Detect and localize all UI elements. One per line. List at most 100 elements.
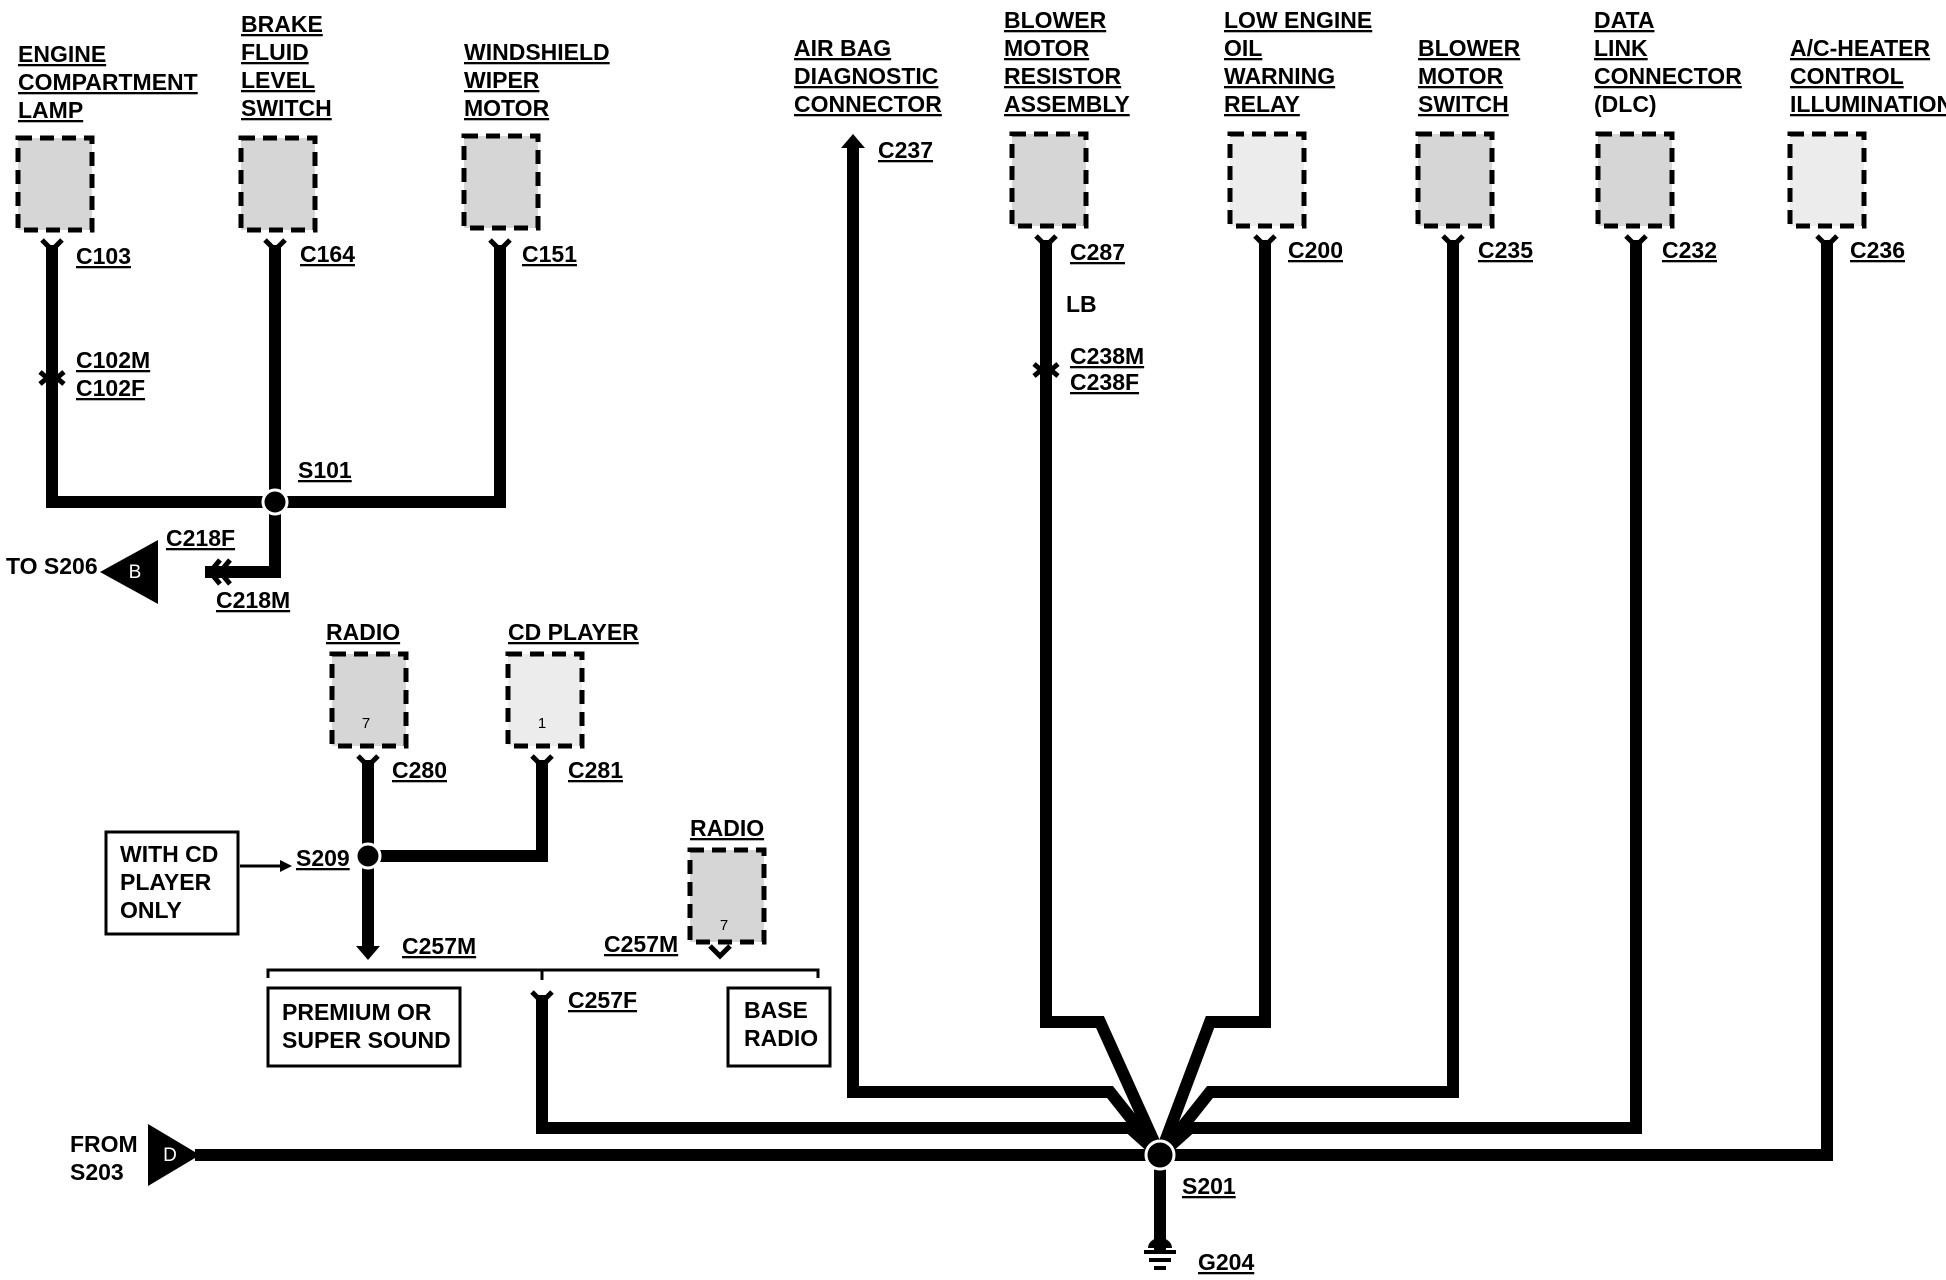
- blower-resistor-box: [1009, 131, 1089, 229]
- wire-cd-player: [368, 760, 548, 862]
- c257m-right-mark-icon: [708, 944, 732, 960]
- air-bag-label: AIR BAG DIAGNOSTIC CONNECTOR: [794, 35, 942, 117]
- with-cd-note-line3: ONLY: [120, 897, 182, 923]
- c236-label: C236: [1850, 237, 1905, 263]
- svg-text:MOTOR: MOTOR: [1004, 35, 1090, 61]
- base-radio-note-line1: BASE: [744, 997, 808, 1023]
- c200-label: C200: [1288, 237, 1343, 263]
- component-boxes: [15, 131, 1867, 945]
- svg-text:MOTOR: MOTOR: [464, 95, 550, 121]
- from-s203-arrow: D: [148, 1124, 200, 1186]
- brake-switch-label: BRAKE FLUID LEVEL SWITCH: [241, 11, 332, 121]
- s101-label: S101: [298, 457, 352, 483]
- svg-text:RELAY: RELAY: [1224, 91, 1300, 117]
- wire-air-bag: [847, 142, 1165, 1159]
- svg-text:LOW ENGINE: LOW ENGINE: [1224, 7, 1372, 33]
- c232-mark-icon: [1624, 234, 1648, 250]
- c287-label: C287: [1070, 239, 1125, 265]
- cd-player-label: CD PLAYER: [508, 619, 639, 645]
- c237-label: C237: [878, 137, 933, 163]
- svg-text:LAMP: LAMP: [18, 97, 83, 123]
- c232-label: C232: [1662, 237, 1717, 263]
- to-s206-arrow: B: [100, 540, 158, 604]
- c164-mark-icon: [263, 238, 287, 254]
- c257f-mark-icon: [530, 990, 554, 1006]
- to-s206-tag: B: [129, 562, 142, 583]
- s101-splice: [261, 488, 289, 516]
- blower-switch-box: [1415, 131, 1495, 229]
- svg-text:ILLUMINATION: ILLUMINATION: [1790, 91, 1946, 117]
- c102f-label: C102F: [76, 375, 145, 401]
- svg-text:DIAGNOSTIC: DIAGNOSTIC: [794, 63, 938, 89]
- to-s206-label: TO S206: [6, 553, 98, 579]
- svg-text:SWITCH: SWITCH: [1418, 91, 1509, 117]
- radio-premium-label: RADIO: [326, 619, 400, 645]
- svg-text:BLOWER: BLOWER: [1004, 7, 1107, 33]
- c238-mark-icon: [1032, 362, 1060, 378]
- c257m-left-arrow-icon: [356, 946, 380, 960]
- svg-text:LINK: LINK: [1594, 35, 1648, 61]
- from-s203-label-line2: S203: [70, 1159, 124, 1185]
- c281-mark-icon: [530, 754, 554, 770]
- ac-heater-label: A/C-HEATER CONTROL ILLUMINATION: [1790, 35, 1946, 117]
- c257m-left-label: C257M: [402, 933, 476, 959]
- svg-text:DATA: DATA: [1594, 7, 1654, 33]
- brake-switch-box: [238, 135, 318, 233]
- low-oil-relay-label: LOW ENGINE OIL WARNING RELAY: [1224, 7, 1372, 117]
- c287-mark-icon: [1034, 234, 1058, 250]
- svg-text:WINDSHIELD: WINDSHIELD: [464, 39, 610, 65]
- svg-text:BRAKE: BRAKE: [241, 11, 323, 37]
- radio-premium-box: [329, 651, 409, 749]
- with-cd-player-note-box: [104, 830, 240, 936]
- c200-mark-icon: [1253, 234, 1277, 250]
- wiper-motor-label: WINDSHIELD WIPER MOTOR: [464, 39, 610, 121]
- c218f-label: C218F: [166, 525, 235, 551]
- svg-text:CONTROL: CONTROL: [1790, 63, 1904, 89]
- svg-text:LEVEL: LEVEL: [241, 67, 315, 93]
- radio-option-bracket: [266, 968, 820, 980]
- cd-player-box: [505, 651, 585, 749]
- c238f-label: C238F: [1070, 369, 1139, 395]
- premium-note-line2: SUPER SOUND: [282, 1027, 451, 1053]
- from-s203-label-line1: FROM: [70, 1131, 138, 1157]
- s201-label: S201: [1182, 1173, 1236, 1199]
- premium-sound-note-box: [266, 986, 462, 1068]
- with-cd-note-arrowhead-icon: [280, 860, 292, 872]
- svg-text:CONNECTOR: CONNECTOR: [1594, 63, 1742, 89]
- c151-mark-icon: [488, 238, 512, 254]
- c235-label: C235: [1478, 237, 1533, 263]
- svg-text:AIR BAG: AIR BAG: [794, 35, 891, 61]
- c235-mark-icon: [1441, 234, 1465, 250]
- c257m-right-label: C257M: [604, 931, 678, 957]
- svg-text:A/C-HEATER: A/C-HEATER: [1790, 35, 1931, 61]
- radio-base-box: [687, 847, 767, 945]
- radio-base-pin: 7: [720, 917, 728, 934]
- connector-marks: [38, 234, 1839, 1006]
- cd-player-pin: 1: [538, 715, 546, 732]
- wiper-motor-box: [461, 133, 541, 231]
- s209-label: S209: [296, 845, 350, 871]
- c103-label: C103: [76, 243, 131, 269]
- c280-label: C280: [392, 757, 447, 783]
- wire-blower-resistor: [1040, 240, 1166, 1158]
- svg-text:WARNING: WARNING: [1224, 63, 1335, 89]
- wire-dlc: [1155, 240, 1642, 1160]
- c257f-label: C257F: [568, 987, 637, 1013]
- c281-label: C281: [568, 757, 623, 783]
- wire-blower-switch: [1155, 240, 1459, 1159]
- c102-mark-icon: [38, 370, 66, 386]
- wire-low-oil-relay: [1154, 240, 1271, 1158]
- svg-text:MOTOR: MOTOR: [1418, 63, 1504, 89]
- low-oil-relay-box: [1227, 131, 1307, 229]
- c218m-label: C218M: [216, 587, 290, 613]
- c102m-label: C102M: [76, 347, 150, 373]
- base-radio-note-box: [726, 986, 832, 1068]
- c151-label: C151: [522, 241, 577, 267]
- g204-label: G204: [1198, 1249, 1254, 1275]
- from-s203-tag: D: [163, 1145, 177, 1166]
- c236-mark-icon: [1815, 234, 1839, 250]
- svg-text:(DLC): (DLC): [1594, 91, 1657, 117]
- c164-label: C164: [300, 241, 355, 267]
- c103-mark-icon: [40, 238, 64, 254]
